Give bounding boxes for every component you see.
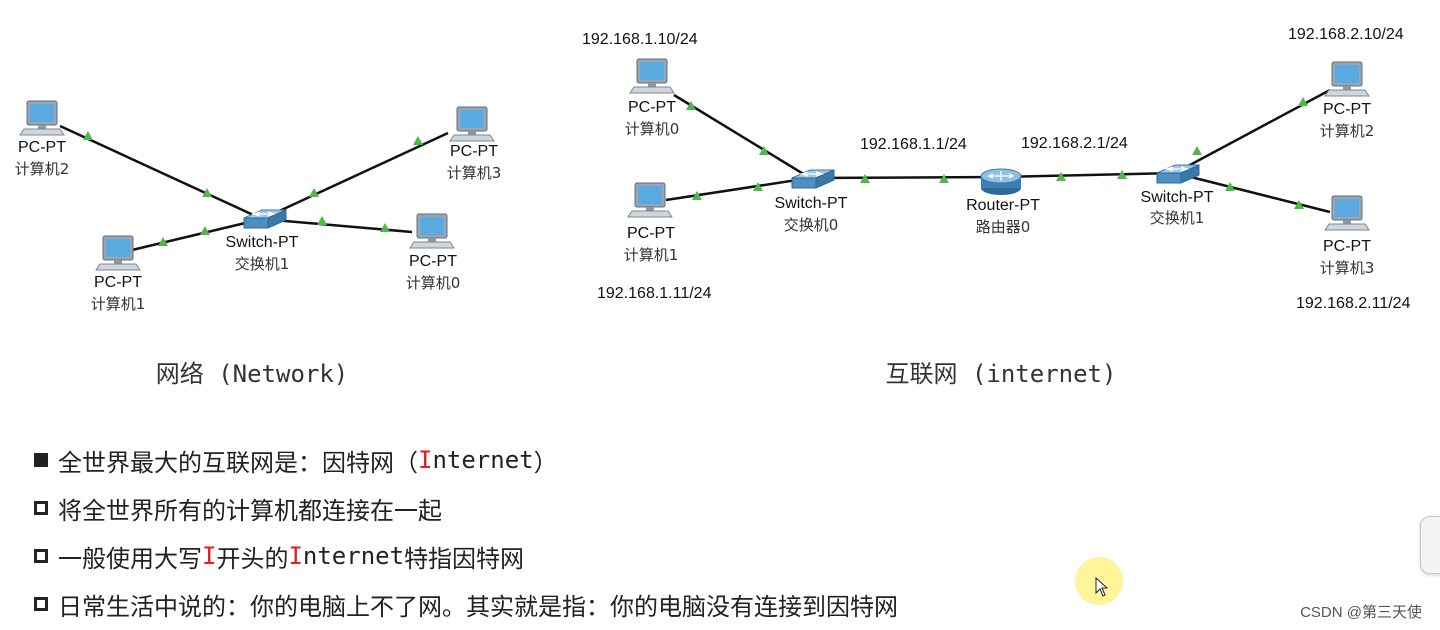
- svg-text:路由器0: 路由器0: [976, 218, 1031, 236]
- svg-text:计算机0: 计算机0: [625, 120, 680, 138]
- bullet-4: 日常生活中说的：你的电脑上不了网。其实就是指：你的电脑没有连接到因特网: [34, 580, 1134, 628]
- hollow-square-icon: [34, 597, 48, 611]
- svg-text:Switch-PT: Switch-PT: [1141, 189, 1214, 206]
- svg-text:Router-PT: Router-PT: [966, 197, 1040, 214]
- side-panel-tab[interactable]: [1420, 516, 1440, 574]
- svg-text:192.168.1.1/24: 192.168.1.1/24: [860, 136, 967, 153]
- pc-icon: [449, 106, 495, 142]
- svg-text:PC-PT: PC-PT: [450, 143, 498, 160]
- router-icon: [980, 168, 1022, 196]
- left-pc-3[interactable]: PC-PT 计算机3: [447, 106, 502, 182]
- svg-text:交换机1: 交换机1: [235, 255, 290, 273]
- filled-square-icon: [34, 453, 48, 467]
- svg-text:计算机0: 计算机0: [406, 274, 461, 292]
- left-pc-0[interactable]: PC-PT 计算机0: [406, 213, 461, 292]
- watermark: CSDN @第三天使: [1300, 604, 1422, 621]
- left-caption: 网络 (Network): [156, 360, 349, 388]
- right-pc-2[interactable]: PC-PT 计算机2: [1320, 61, 1375, 140]
- pc-icon: [19, 100, 65, 136]
- pc-icon: [627, 182, 673, 218]
- svg-text:192.168.1.11/24: 192.168.1.11/24: [597, 285, 712, 302]
- left-pc-2[interactable]: PC-PT 计算机2: [15, 100, 70, 178]
- svg-text:计算机1: 计算机1: [624, 246, 679, 264]
- pc-icon: [1324, 195, 1370, 231]
- right-caption: 互联网 (internet): [886, 360, 1117, 388]
- right-pc-0[interactable]: PC-PT 计算机0: [625, 58, 680, 138]
- right-switch-0[interactable]: Switch-PT 交换机0: [775, 169, 848, 234]
- svg-text:PC-PT: PC-PT: [409, 253, 457, 270]
- svg-text:PC-PT: PC-PT: [94, 274, 142, 291]
- left-links: [59, 124, 449, 252]
- svg-text:192.168.2.1/24: 192.168.2.1/24: [1021, 135, 1128, 152]
- svg-text:Switch-PT: Switch-PT: [226, 234, 299, 251]
- svg-text:Switch-PT: Switch-PT: [775, 195, 848, 212]
- hollow-square-icon: [34, 501, 48, 515]
- svg-text:PC-PT: PC-PT: [18, 139, 66, 156]
- svg-text:计算机2: 计算机2: [1320, 122, 1375, 140]
- pc-icon: [95, 235, 141, 271]
- svg-text:192.168.2.10/24: 192.168.2.10/24: [1288, 26, 1404, 43]
- left-switch[interactable]: Switch-PT 交换机1: [226, 209, 299, 273]
- switch-icon: [791, 169, 835, 189]
- right-pc-1[interactable]: PC-PT 计算机1: [624, 182, 679, 264]
- right-link-indicators: [686, 97, 1308, 209]
- right-router[interactable]: Router-PT 路由器0: [966, 168, 1040, 236]
- svg-text:计算机3: 计算机3: [1320, 259, 1375, 277]
- svg-text:计算机2: 计算机2: [15, 160, 70, 178]
- switch-icon: [1156, 164, 1200, 184]
- svg-text:PC-PT: PC-PT: [628, 99, 676, 116]
- mouse-cursor-icon: [1095, 577, 1109, 597]
- svg-text:计算机1: 计算机1: [91, 295, 146, 313]
- pc-icon: [629, 58, 675, 94]
- svg-text:计算机3: 计算机3: [447, 164, 502, 182]
- bullet-2: 将全世界所有的计算机都连接在一起: [34, 484, 1134, 532]
- left-pc-1[interactable]: PC-PT 计算机1: [91, 235, 146, 313]
- pc-icon: [409, 213, 455, 249]
- hollow-square-icon: [34, 549, 48, 563]
- right-switch-1[interactable]: Switch-PT 交换机1: [1141, 164, 1214, 227]
- left-link-indicators: [83, 131, 423, 246]
- ip-labels: 192.168.1.10/24 192.168.1.11/24 192.168.…: [582, 26, 1411, 312]
- svg-text:192.168.2.11/24: 192.168.2.11/24: [1296, 295, 1411, 312]
- svg-text:交换机0: 交换机0: [784, 216, 839, 234]
- svg-text:PC-PT: PC-PT: [627, 225, 675, 242]
- svg-text:PC-PT: PC-PT: [1323, 238, 1371, 255]
- svg-text:192.168.1.10/24: 192.168.1.10/24: [582, 31, 698, 48]
- pc-icon: [1324, 61, 1370, 97]
- svg-text:交换机1: 交换机1: [1150, 209, 1205, 227]
- svg-text:PC-PT: PC-PT: [1323, 101, 1371, 118]
- right-pc-3[interactable]: PC-PT 计算机3: [1320, 195, 1375, 277]
